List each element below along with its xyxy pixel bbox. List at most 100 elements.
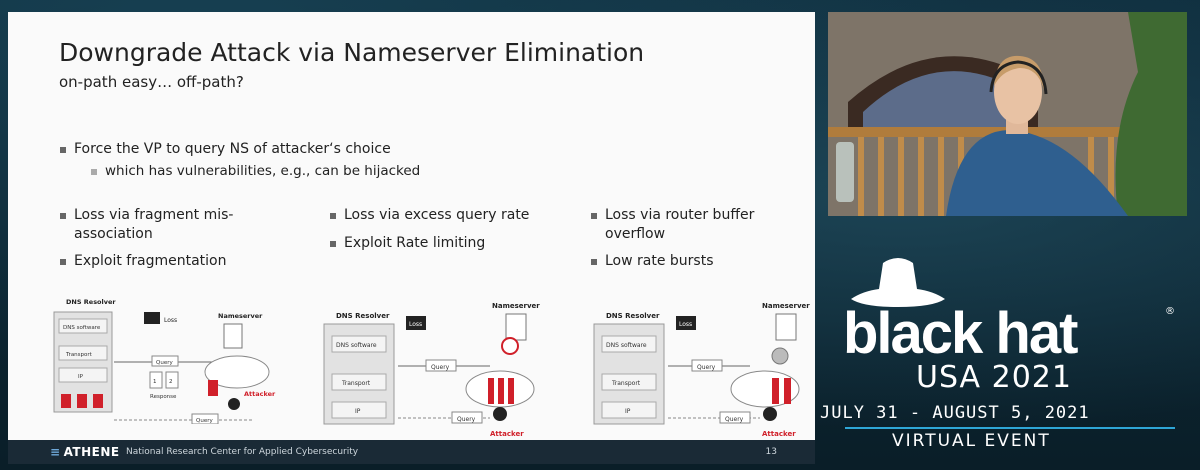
resolver-label: DNS Resolver bbox=[606, 312, 660, 320]
layer-dns-software-label: DNS software bbox=[606, 342, 647, 349]
athene-mark-icon: ≡ bbox=[50, 445, 61, 459]
query-label-2: Query bbox=[457, 416, 476, 423]
nameserver-label: Nameserver bbox=[218, 312, 263, 320]
layer-ip bbox=[331, 401, 387, 419]
query-label: Query bbox=[697, 364, 716, 371]
layer-dns-software bbox=[58, 318, 108, 334]
black-hat-wordmark: black hat bbox=[843, 301, 1078, 366]
bullet-main: Force the VP to query NS of attacker‘s c… bbox=[60, 140, 391, 159]
query-box-2 bbox=[191, 413, 219, 424]
query-label-2: Query bbox=[725, 416, 744, 423]
query-box-2 bbox=[719, 411, 751, 424]
layer-ip-label: IP bbox=[355, 408, 361, 415]
query-box-2 bbox=[451, 411, 483, 424]
layer-dns-software bbox=[601, 335, 657, 353]
layer-ip bbox=[58, 367, 108, 383]
layer-transport-label: Transport bbox=[611, 380, 641, 387]
event-dates: JULY 31 - AUGUST 5, 2021 bbox=[820, 403, 1090, 423]
loss-sign-icon bbox=[406, 316, 426, 330]
layer-ip bbox=[601, 401, 657, 419]
plant-leaves bbox=[1115, 12, 1187, 216]
attacker-label: Attacker bbox=[244, 390, 276, 398]
response-fragment-2 bbox=[165, 371, 179, 389]
layer-transport bbox=[58, 345, 108, 361]
headset-icon bbox=[989, 60, 1048, 95]
layer-dns-software bbox=[331, 335, 387, 353]
loss-label: Loss bbox=[679, 321, 692, 328]
black-hat-icon bbox=[851, 258, 945, 307]
nameserver-label: Nameserver bbox=[762, 302, 810, 310]
bullet-col1-a: Loss via fragment mis- association bbox=[60, 206, 233, 244]
bullet-square-icon bbox=[591, 213, 597, 219]
bullet-col1-b: Exploit fragmentation bbox=[60, 252, 226, 271]
fragment-red-3 bbox=[93, 394, 103, 408]
bullet-square-icon bbox=[60, 147, 66, 153]
burst-queries-2 bbox=[784, 378, 791, 404]
query-box bbox=[425, 359, 457, 372]
bullet-col3-a: Loss via router buffer overflow bbox=[591, 206, 754, 244]
fragment-label-2: 2 bbox=[169, 379, 173, 385]
nameserver-icon bbox=[505, 313, 527, 341]
bullet-square-icon bbox=[591, 259, 597, 265]
response-fragment-1 bbox=[149, 371, 163, 389]
burst-queries-1 bbox=[772, 378, 779, 404]
speaker-shirt bbox=[946, 130, 1128, 216]
nameserver-label: Nameserver bbox=[492, 302, 540, 310]
router-icon bbox=[771, 347, 789, 365]
resolver-label: DNS Resolver bbox=[66, 298, 116, 306]
fragment-red-2 bbox=[77, 394, 87, 408]
bullet-col2-a: Loss via excess query rate bbox=[330, 206, 529, 225]
bullet-col2-b: Exploit Rate limiting bbox=[330, 234, 485, 253]
bullet-square-icon bbox=[91, 169, 97, 175]
presentation-slide: Downgrade Attack via Nameserver Eliminat… bbox=[8, 12, 815, 464]
athene-logo: ≡ATHENE bbox=[50, 445, 120, 459]
fragment-red-1 bbox=[61, 394, 71, 408]
slide-subtitle: on-path easy… off-path? bbox=[59, 73, 244, 91]
layer-transport-label: Transport bbox=[65, 352, 93, 358]
layer-transport-label: Transport bbox=[341, 380, 371, 387]
bullet-sub: which has vulnerabilities, e.g., can be … bbox=[91, 162, 420, 181]
speaker-webcam bbox=[828, 12, 1187, 216]
query-box bbox=[151, 355, 179, 367]
event-region-year: USA 2021 bbox=[916, 360, 1072, 395]
attacker-fragment bbox=[208, 380, 218, 396]
attacker-icon bbox=[228, 398, 240, 410]
webcam-scene bbox=[828, 12, 1187, 216]
rate-limit-gauge-icon bbox=[501, 337, 519, 355]
diagram-buffer-overflow: DNS Resolver DNS software Transport IP L… bbox=[593, 302, 810, 438]
registered-mark: ® bbox=[1165, 306, 1175, 317]
loss-sign-icon bbox=[676, 316, 696, 330]
flood-queries-2 bbox=[498, 378, 504, 404]
loss-label: Loss bbox=[409, 321, 422, 328]
hat-shape bbox=[851, 258, 945, 307]
loss-sign-icon bbox=[144, 312, 160, 324]
layer-transport bbox=[601, 373, 657, 391]
resolver-label: DNS Resolver bbox=[336, 312, 390, 320]
water-bottle bbox=[836, 142, 854, 202]
response-label: Response bbox=[150, 394, 177, 400]
bullet-square-icon bbox=[330, 241, 336, 247]
diagram-rate-limiting: DNS Resolver DNS software Transport IP L… bbox=[323, 302, 540, 438]
attacker-icon bbox=[493, 407, 507, 421]
event-format: VIRTUAL EVENT bbox=[892, 431, 1051, 451]
window-sky bbox=[863, 71, 1023, 132]
slide-footer: ≡ATHENE National Research Center for App… bbox=[8, 440, 815, 464]
attacker-icon bbox=[763, 407, 777, 421]
flood-queries-3 bbox=[508, 378, 514, 404]
fragment-label-1: 1 bbox=[153, 379, 157, 385]
slide-title: Downgrade Attack via Nameserver Eliminat… bbox=[59, 38, 645, 67]
query-label: Query bbox=[431, 364, 450, 371]
query-box bbox=[691, 359, 723, 372]
diagram-fragmentation: DNS Resolver DNS software Transport IP L… bbox=[53, 298, 276, 424]
accent-divider bbox=[845, 427, 1175, 429]
speaker-face bbox=[994, 60, 1042, 124]
loss-label: Loss bbox=[164, 317, 177, 324]
query-label: Query bbox=[156, 360, 173, 366]
nameserver-icon bbox=[775, 313, 797, 341]
layer-ip-label: IP bbox=[625, 408, 631, 415]
attacker-label: Attacker bbox=[762, 430, 796, 438]
slide-page-number: 13 bbox=[765, 447, 777, 457]
flood-queries-1 bbox=[488, 378, 494, 404]
query-label-2: Query bbox=[196, 418, 213, 424]
layer-ip-label: IP bbox=[78, 374, 84, 380]
